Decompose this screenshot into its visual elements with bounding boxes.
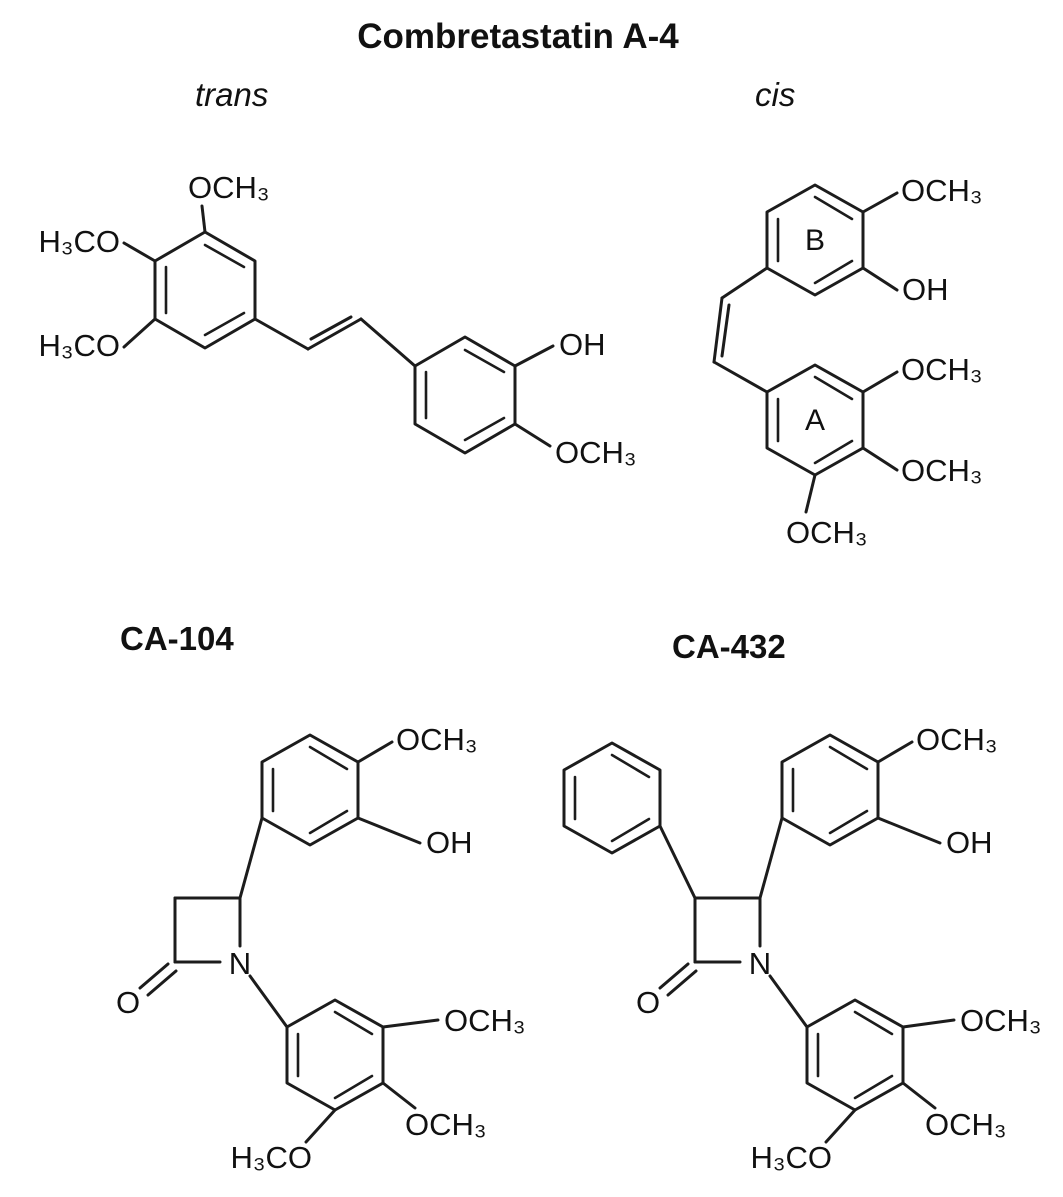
figure-title: Combretastatin A-4 (357, 17, 679, 56)
benzene-ring (285, 998, 385, 1112)
methoxy-label: H₃CO (230, 1140, 312, 1175)
hydroxyl-label: OH (902, 272, 949, 307)
methoxy-label: OCH₃ (925, 1107, 1007, 1142)
oxygen-label: O (636, 985, 660, 1020)
hydroxyl-label: OH (559, 327, 606, 362)
trans-structure: OCH₃ H₃CO H₃CO OH OCH₃ (38, 170, 636, 470)
ca104-name: CA-104 (120, 620, 234, 657)
benzene-ring (805, 998, 905, 1112)
hydroxyl-label: OH (426, 825, 473, 860)
methoxy-label: OCH₃ (555, 435, 637, 470)
methoxy-label: OCH₃ (396, 722, 478, 757)
ring-a-letter: A (805, 404, 825, 437)
ring-b-letter: B (805, 224, 825, 257)
ca432-bonds (562, 733, 956, 1144)
hydroxyl-label: OH (946, 825, 993, 860)
trans-bonds (122, 204, 555, 455)
methoxy-label: OCH₃ (188, 170, 270, 205)
benzene-ring (153, 230, 257, 350)
ca104-structure: CA-104 (116, 620, 526, 1175)
benzene-ring (413, 335, 517, 455)
ca104-bonds (138, 733, 440, 1144)
ca432-name: CA-432 (672, 628, 786, 665)
nitrogen-label: N (749, 946, 771, 981)
methoxy-label: H₃CO (38, 224, 120, 259)
methoxy-label: OCH₃ (901, 453, 983, 488)
ca432-structure: CA-432 (562, 628, 1042, 1175)
methoxy-label: OCH₃ (916, 722, 998, 757)
methoxy-label: OCH₃ (444, 1003, 526, 1038)
oxygen-label: O (116, 985, 140, 1020)
trans-isomer-label: trans (195, 76, 268, 113)
methoxy-label: OCH₃ (960, 1003, 1042, 1038)
methoxy-label: H₃CO (38, 328, 120, 363)
benzene-ring (260, 733, 360, 847)
cis-isomer-label: cis (755, 76, 795, 113)
methoxy-label: OCH₃ (901, 352, 983, 387)
cis-bonds (712, 183, 899, 514)
benzene-ring (780, 733, 880, 847)
cis-structure: B A OCH₃ OH OCH₃ OCH₃ OCH₃ (712, 173, 983, 550)
phenyl-ring (562, 741, 662, 855)
methoxy-label: OCH₃ (405, 1107, 487, 1142)
methoxy-label: OCH₃ (901, 173, 983, 208)
methoxy-label: H₃CO (750, 1140, 832, 1175)
methoxy-label: OCH₃ (786, 515, 868, 550)
nitrogen-label: N (229, 946, 251, 981)
